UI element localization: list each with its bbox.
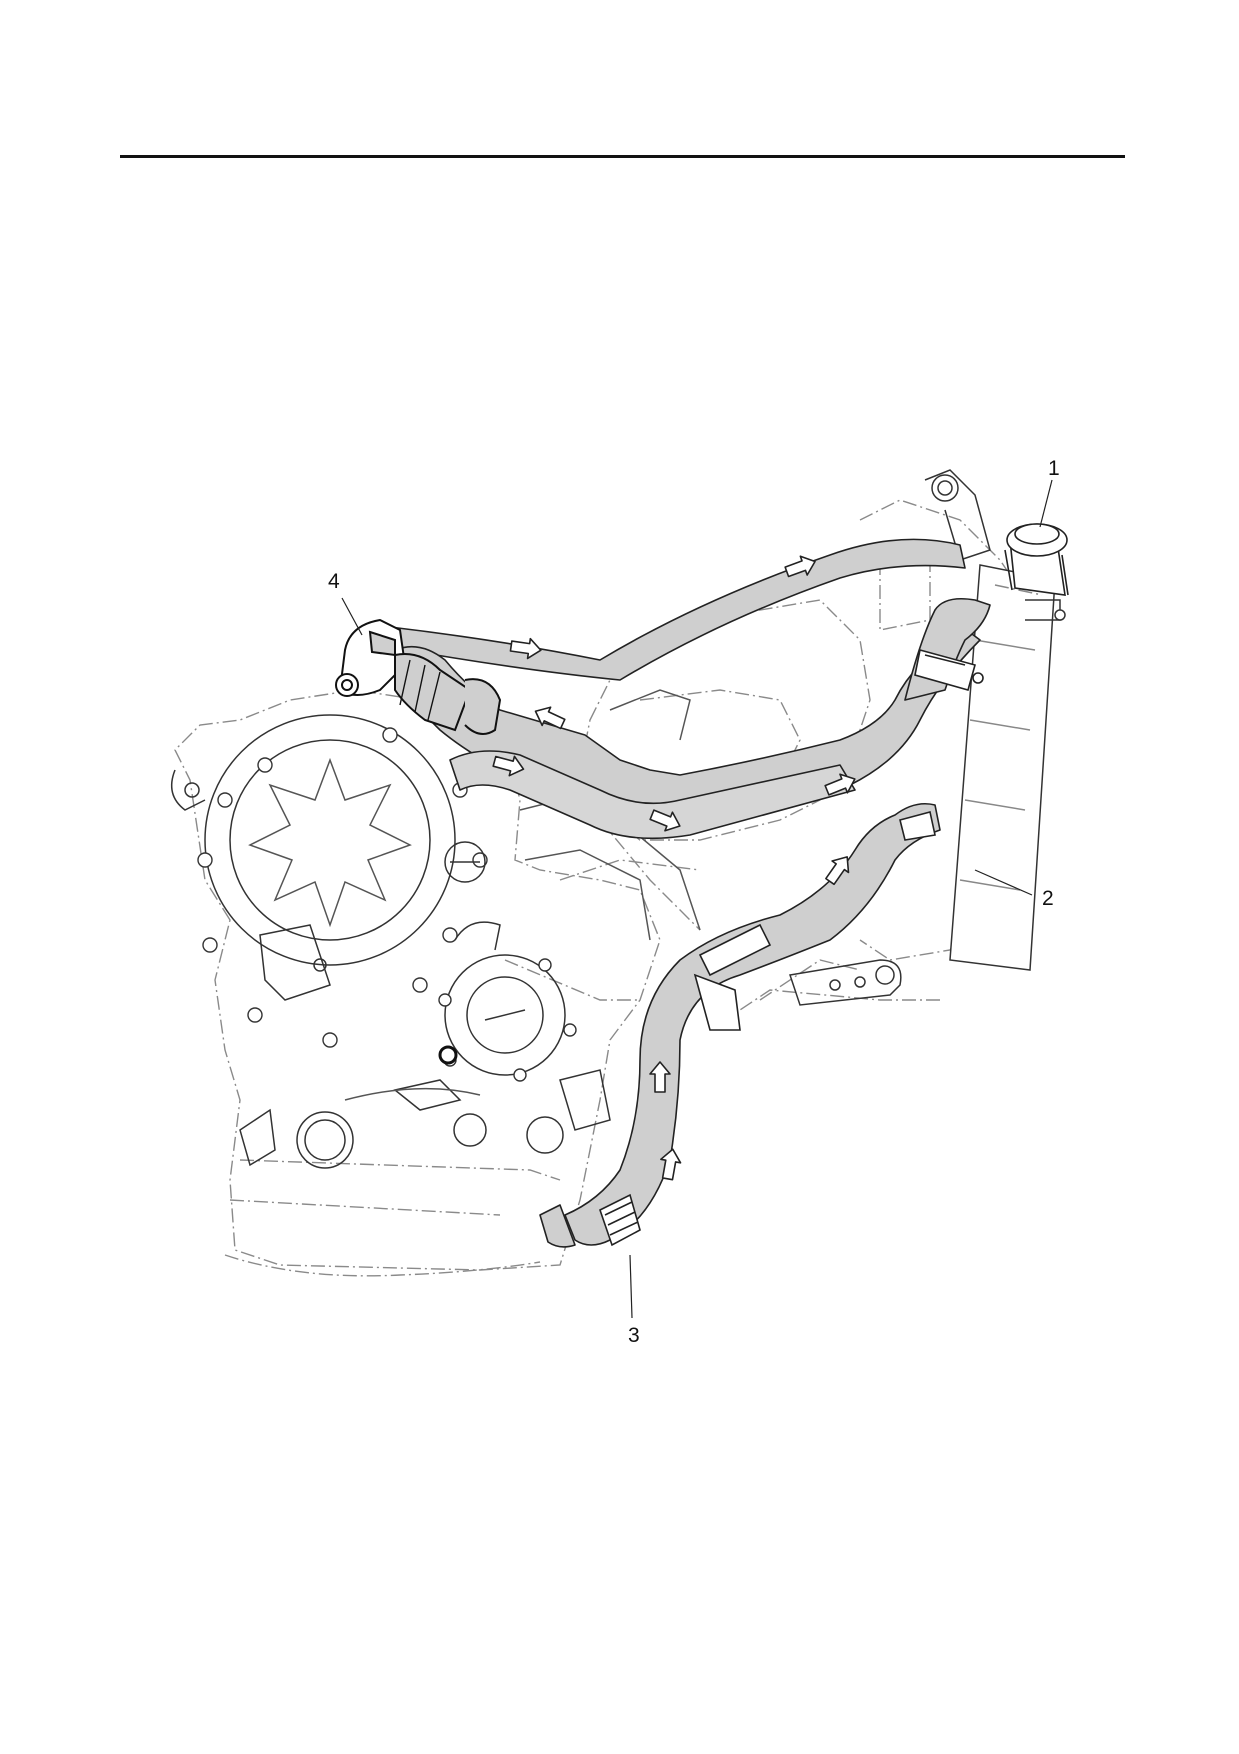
callout-2: 2 bbox=[1042, 887, 1054, 910]
bypass-hose bbox=[449, 750, 856, 840]
leader-lines bbox=[341, 479, 1053, 1319]
hose-clamps bbox=[599, 649, 984, 1247]
callout-4: 4 bbox=[328, 570, 340, 593]
cover-bolts bbox=[197, 727, 488, 1048]
upper-hose-to-radiator bbox=[389, 538, 966, 681]
thermostat-housing bbox=[335, 618, 502, 735]
header-rule bbox=[120, 155, 1125, 158]
crank-cover-bolts bbox=[438, 958, 577, 1082]
callout-1: 1 bbox=[1048, 457, 1060, 480]
radiator-cap bbox=[1004, 523, 1069, 596]
hoses bbox=[389, 538, 991, 1248]
callout-3: 3 bbox=[628, 1324, 640, 1347]
